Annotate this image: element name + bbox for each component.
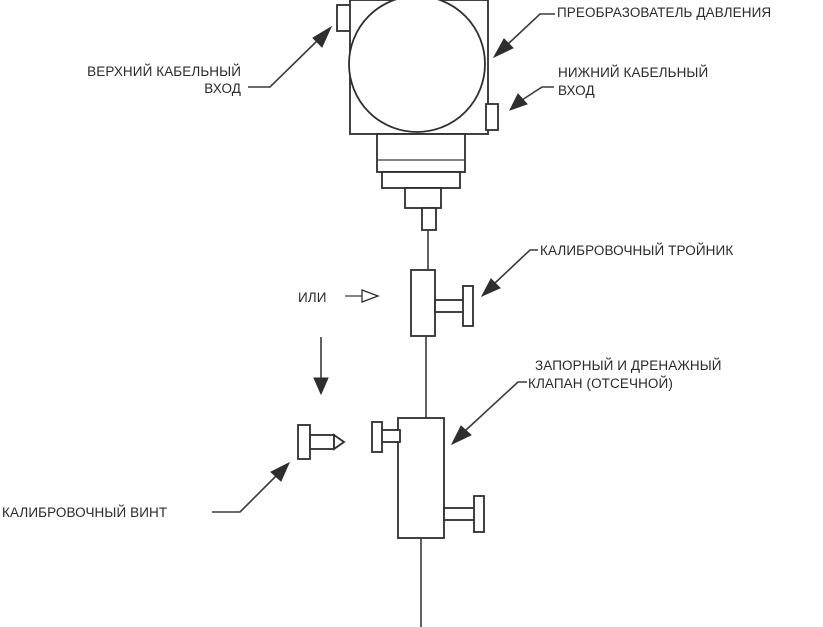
screw-tip [333, 433, 346, 451]
down-arrow-head [313, 377, 329, 396]
leader-lower-entry [521, 86, 554, 101]
arrow-transmitter [492, 38, 514, 59]
tee-stem [434, 299, 466, 313]
label-transmitter: ПРЕОБРАЗОВАТЕЛЬ ДАВЛЕНИЯ [557, 5, 771, 20]
screw-shank [309, 434, 335, 450]
label-calibration-tee: КАЛИБРОВОЧНЫЙ ТРОЙНИК [540, 243, 733, 258]
arrow-screw [270, 461, 291, 482]
leader-upper-entry [248, 39, 319, 88]
label-block-valve-line2: КЛАПАН (ОТСЕЧНОЙ) [528, 376, 673, 391]
upper-cable-entry [336, 4, 352, 32]
valve-right-handle [473, 495, 485, 533]
leader-tee [494, 249, 538, 284]
label-block-valve-line1: ЗАПОРНЫЙ И ДРЕНАЖНЫЙ [535, 358, 722, 373]
process-connection [404, 187, 442, 209]
leader-valve [465, 381, 527, 431]
valve-left-handle [371, 421, 383, 453]
arrow-valve [450, 425, 472, 446]
connection-nipple [421, 207, 437, 231]
leader-transmitter [507, 13, 555, 45]
transmitter-neck [376, 133, 466, 173]
or-arrow [361, 289, 380, 303]
valve-right-stem [443, 507, 477, 521]
screw-head [297, 424, 311, 460]
label-calibration-screw: КАЛИБРОВОЧНЫЙ ВИНТ [2, 505, 167, 520]
transmitter-flange [381, 171, 461, 189]
label-lower-entry-line2: ВХОД [558, 83, 595, 98]
valve-left-stem [379, 429, 401, 443]
label-lower-entry-line1: НИЖНИЙ КАБЕЛЬНЫЙ [558, 65, 708, 80]
valve-body [397, 417, 445, 539]
lower-cable-entry [485, 103, 499, 131]
tee-body [410, 269, 436, 337]
leader-screw [212, 475, 277, 513]
label-upper-entry-line2: ВХОД [204, 81, 241, 96]
arrow-tee [480, 278, 501, 298]
pressure-transmitter [336, 0, 499, 231]
tee-handle [462, 285, 474, 327]
arrow-lower-entry [508, 93, 528, 111]
label-or: ИЛИ [298, 290, 327, 305]
arrow-upper-entry [312, 25, 333, 48]
calibration-screw [297, 424, 346, 460]
label-upper-entry-line1: ВЕРХНИЙ КАБЕЛЬНЫЙ [87, 64, 241, 79]
calibration-tee [410, 269, 474, 337]
transmitter-cover [348, 0, 486, 133]
